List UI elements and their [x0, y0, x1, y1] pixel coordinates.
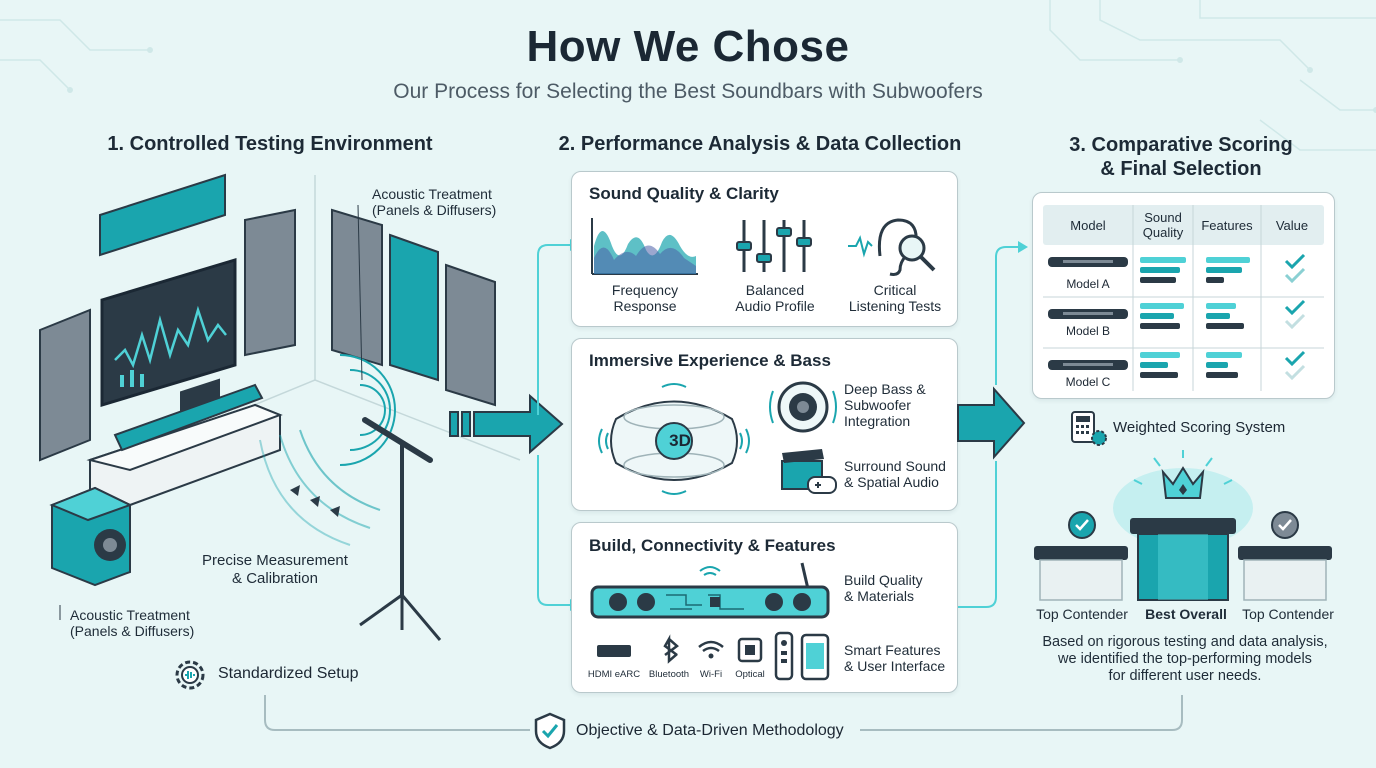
model-name: Model A — [1066, 277, 1110, 291]
shield-check-icon — [534, 712, 566, 750]
check-icon — [1284, 350, 1306, 381]
table-row: Model B — [1043, 297, 1324, 348]
table-row: Model C — [1043, 348, 1324, 398]
testing-room-illustration — [39, 173, 521, 641]
table-grid-lines — [1043, 205, 1324, 391]
check-icon — [1284, 299, 1306, 330]
bluetooth-label: Bluetooth — [648, 669, 690, 680]
ports-icons — [597, 634, 763, 664]
ear-magnifier-icon — [848, 218, 936, 276]
footer-bracket — [264, 695, 1183, 731]
soundbar-model-icon — [1048, 360, 1128, 370]
column-value: Value — [1275, 218, 1309, 233]
scoring-table-card: Model Sound Quality Features Value Model… — [1032, 192, 1335, 399]
frequency-response-icon — [591, 218, 698, 275]
build-quality-label: Build Quality & Materials — [844, 572, 923, 604]
page-subtitle: Our Process for Selecting the Best Sound… — [393, 80, 983, 103]
column-model: Model — [1070, 218, 1106, 233]
clapper-gamepad-icon — [781, 449, 837, 494]
table-row: Model A — [1043, 245, 1324, 297]
gear-sound-icon — [172, 657, 208, 693]
model-name: Model C — [1065, 375, 1111, 389]
top-contender-right: Top Contender — [1242, 606, 1334, 622]
hdmi-label: HDMI eARC — [587, 669, 641, 680]
page-title: How We Chose — [526, 22, 850, 71]
step2-heading: 2. Performance Analysis & Data Collectio… — [558, 133, 962, 155]
soundbar-model-icon — [1048, 257, 1128, 267]
acoustic-treatment-top-label: Acoustic Treatment (Panels & Diffusers) — [372, 186, 497, 218]
soundbar-model-icon — [1048, 309, 1128, 319]
sound-quality-title: Sound Quality & Clarity — [589, 184, 779, 203]
speaker-bass-icon — [769, 381, 837, 433]
table-header-bg — [1043, 205, 1324, 245]
column-features: Features — [1201, 218, 1253, 233]
wifi-label: Wi-Fi — [699, 669, 723, 680]
soundbar-board-icon — [590, 562, 830, 619]
methodology-label: Objective & Data-Driven Methodology — [576, 722, 844, 739]
surround-3d-icon — [598, 383, 750, 495]
standardized-setup-label: Standardized Setup — [218, 665, 359, 682]
model-name: Model B — [1065, 324, 1111, 338]
arrow-step1-to-step2 — [449, 393, 564, 455]
immersive-title: Immersive Experience & Bass — [589, 351, 831, 370]
step3-heading: 3. Comparative Scoring & Final Selection — [1069, 134, 1293, 180]
weighted-scoring-label: Weighted Scoring System — [1113, 419, 1286, 436]
immersive-card: Immersive Experience & Bass 3D Deep Bass… — [571, 338, 958, 511]
balanced-audio-label: Balanced Audio Profile — [735, 282, 815, 314]
podium-illustration — [1034, 450, 1332, 601]
best-overall: Best Overall — [1145, 606, 1227, 622]
smart-features-label: Smart Features & User Interface — [844, 642, 946, 674]
critical-listening-label: Critical Listening Tests — [848, 282, 942, 314]
build-card: Build, Connectivity & Features Build Qua… — [571, 522, 958, 693]
step1-heading: 1. Controlled Testing Environment — [107, 133, 433, 155]
summary-text: Based on rigorous testing and data analy… — [1042, 634, 1328, 684]
build-title: Build, Connectivity & Features — [589, 536, 836, 555]
measurement-label: Precise Measurement & Calibration — [202, 552, 348, 587]
frequency-response-label: Frequency Response — [611, 282, 679, 314]
acoustic-treatment-bottom-label: Acoustic Treatment (Panels & Diffusers) — [70, 607, 195, 639]
calculator-gear-icon — [1071, 411, 1107, 446]
deep-bass-label: Deep Bass & Subwoofer Integration — [844, 381, 926, 429]
equalizer-sliders-icon — [736, 220, 812, 272]
arrow-step2-to-step3 — [957, 241, 1028, 608]
optical-label: Optical — [735, 669, 765, 680]
remote-phone-icon — [774, 631, 830, 681]
check-icon — [1284, 253, 1306, 284]
top-contender-left: Top Contender — [1036, 606, 1128, 622]
sound-quality-card: Sound Quality & Clarity Frequency Respon… — [571, 171, 958, 327]
surround-sound-label: Surround Sound & Spatial Audio — [844, 458, 946, 490]
column-sound-quality: Sound Quality — [1142, 210, 1184, 240]
3d-badge: 3D — [669, 431, 691, 450]
